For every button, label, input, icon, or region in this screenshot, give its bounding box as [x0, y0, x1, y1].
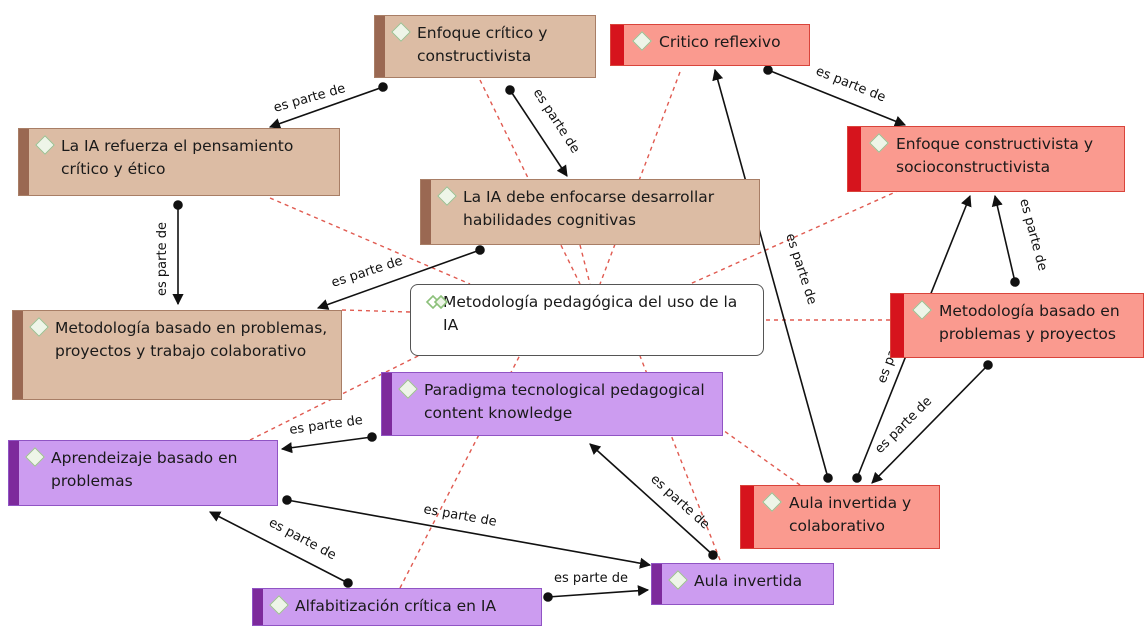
arrow-alfab-to-aulainv	[547, 585, 650, 598]
node-label: La IA refuerza el pensamiento crítico y …	[61, 137, 294, 178]
node-enfoque-socioconstructivista[interactable]: Enfoque constructivista y socioconstruct…	[847, 126, 1125, 192]
node-color-bar	[741, 486, 754, 548]
label-reflexivo-socio: es parte de	[814, 64, 888, 106]
node-label: Metodología basado en problemas, proyect…	[55, 319, 328, 360]
node-color-bar	[611, 25, 624, 65]
node-label: La IA debe enfocarse desarrollar habilid…	[463, 188, 715, 229]
node-color-bar	[891, 294, 904, 357]
label-enfoque-refuerza: es parte de	[272, 81, 347, 116]
node-color-bar	[9, 441, 19, 505]
arrow-aprendizaje-to-aulainv	[286, 499, 652, 569]
link-ia-debe	[579, 244, 591, 285]
central-concept-label: Metodología pedagógica del uso de la IA	[443, 293, 738, 334]
node-alfabetizacion-critica[interactable]: Alfabitización crítica en IA	[252, 588, 542, 626]
label-enfoque-iadebe: es parte de	[530, 86, 583, 156]
node-color-bar	[375, 16, 385, 77]
node-label: Alfabitización crítica en IA	[295, 597, 497, 615]
node-color-bar	[382, 373, 392, 435]
label-alfab-aprendizaje: es parte de	[266, 515, 338, 563]
arrow-metodproy-to-aulacolab	[871, 364, 989, 484]
node-critico-reflexivo[interactable]: Critico reflexivo	[610, 24, 810, 66]
arrow-paradigma-to-aprendizaje	[280, 436, 373, 454]
node-label: Aprendeizaje basado en problemas	[51, 449, 238, 490]
label-aulainv-paradigma: es parte de	[647, 472, 712, 533]
arrow-enfoque-to-iadebe	[509, 89, 568, 177]
node-label: Metodología basado en problemas y proyec…	[939, 302, 1120, 343]
node-paradigma-tpack[interactable]: Paradigma tecnological pedagogical conte…	[381, 372, 723, 436]
link-enfoque-socio	[689, 189, 901, 285]
node-aula-invertida[interactable]: Aula invertida	[651, 563, 834, 605]
node-enfoque-critico[interactable]: Enfoque crítico y constructivista	[374, 15, 596, 78]
arrow-iadebe-to-metodologia	[316, 249, 481, 310]
label-refuerza-metodologia: es parte de	[155, 222, 170, 296]
arrow-alfab-to-aprendizaje	[209, 511, 349, 584]
link-critico-reflexivo	[599, 71, 681, 285]
label-aulacolab-reflexivo: es parte de	[782, 232, 819, 307]
node-color-bar	[19, 129, 29, 195]
arrow-aulainv-to-paradigma	[589, 443, 714, 556]
node-metodologia-proyectos[interactable]: Metodología basado en problemas y proyec…	[890, 293, 1144, 358]
arrow-metodproy-to-socio	[991, 194, 1016, 283]
arrow-reflexivo-to-socio	[767, 69, 907, 127]
label-metodproy-socio: es parte de	[1016, 197, 1050, 272]
concept-link-icon	[425, 295, 449, 309]
label-alfab-aulainv: es parte de	[554, 571, 628, 586]
node-color-bar	[13, 311, 23, 399]
label-metodproy-aulacolab: es parte de	[872, 394, 935, 457]
node-color-bar	[253, 589, 263, 625]
node-label: Aula invertida	[694, 572, 803, 590]
label-paradigma-aprendizaje: es parte de	[288, 413, 363, 438]
link-metodologia-colab	[341, 309, 411, 313]
node-label: Enfoque crítico y constructivista	[417, 24, 548, 65]
node-metodologia-colaborativo[interactable]: Metodología basado en problemas, proyect…	[12, 310, 342, 400]
arrow-enfoque-to-refuerza	[268, 86, 384, 129]
node-color-bar	[652, 564, 662, 604]
node-aula-colaborativo[interactable]: Aula invertida y colaborativo	[740, 485, 940, 549]
node-color-bar	[848, 127, 861, 191]
node-ia-refuerza[interactable]: La IA refuerza el pensamiento crítico y …	[18, 128, 340, 196]
arrow-aulacolab-to-reflexivo	[712, 68, 829, 479]
node-color-bar	[421, 180, 431, 244]
node-label: Critico reflexivo	[659, 33, 781, 51]
node-label: Enfoque constructivista y socioconstruct…	[896, 135, 1093, 176]
central-concept-node[interactable]: Metodología pedagógica del uso de la IA	[410, 284, 764, 356]
node-ia-debe[interactable]: La IA debe enfocarse desarrollar habilid…	[420, 179, 760, 245]
label-iadebe-metodologia: es parte de	[330, 254, 405, 291]
node-aprendizaje-problemas[interactable]: Aprendeizaje basado en problemas	[8, 440, 278, 506]
node-label: Aula invertida y colaborativo	[789, 494, 912, 535]
relation-arrows	[172, 65, 1020, 602]
node-label: Paradigma tecnological pedagogical conte…	[424, 381, 705, 422]
link-aula-colab	[719, 427, 801, 486]
